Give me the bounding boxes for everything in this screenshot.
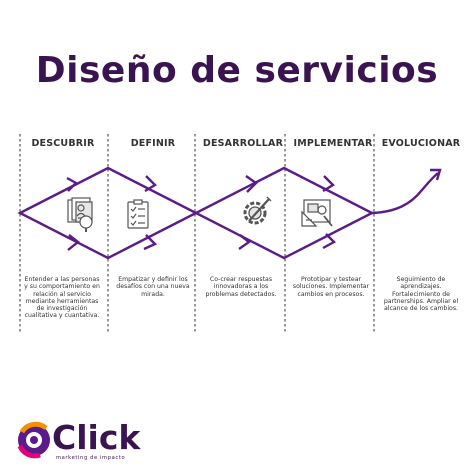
stage-label-implementar: IMPLEMENTAR (293, 138, 373, 149)
stage-label-descubrir: DESCUBRIR (31, 138, 95, 149)
arrow-icon (245, 175, 258, 193)
arrow-icon (238, 234, 252, 250)
diamond-develop-implement (193, 166, 375, 260)
page-title: Diseño de servicios (35, 50, 439, 91)
evolve-curve (371, 172, 439, 215)
stage-label-definir: DEFINIR (130, 138, 176, 149)
arrow-icon (67, 234, 80, 251)
stage-description-implementar: Prototipar y testear soluciones. Impleme… (292, 276, 370, 298)
blueprint-tools-icon (301, 199, 333, 227)
arrow-icon (322, 233, 336, 250)
flow-arrows (66, 168, 442, 251)
checklist-clipboard-icon (127, 199, 149, 229)
stage-label-evolucionar: EVOLUCIONAR (381, 138, 461, 149)
arrow-icon (430, 168, 442, 181)
arrow-icon (66, 176, 78, 192)
gear-pencil-icon (243, 196, 272, 225)
stage-description-definir: Empatizar y definir los desafíos con una… (116, 276, 190, 298)
logo-tagline: marketing de impacto (56, 455, 126, 461)
stage-description-descubrir: Entender a las personas y su comportamie… (24, 276, 100, 320)
stage-dividers (19, 134, 375, 333)
click-logo-mark (17, 421, 50, 459)
arrow-icon (143, 234, 158, 251)
stage-description-desarrollar: Co-crear respuestas innovadoras a los pr… (205, 276, 277, 298)
arrow-icon (144, 175, 157, 193)
stage-description-evolucionar: Seguimiento de aprendizajes. Fortalecimi… (383, 276, 459, 313)
logo-name: Click (52, 418, 141, 457)
documents-magnifier-icon (67, 197, 93, 232)
arrow-icon (322, 175, 335, 193)
stage-label-desarrollar: DESARROLLAR (202, 138, 284, 149)
